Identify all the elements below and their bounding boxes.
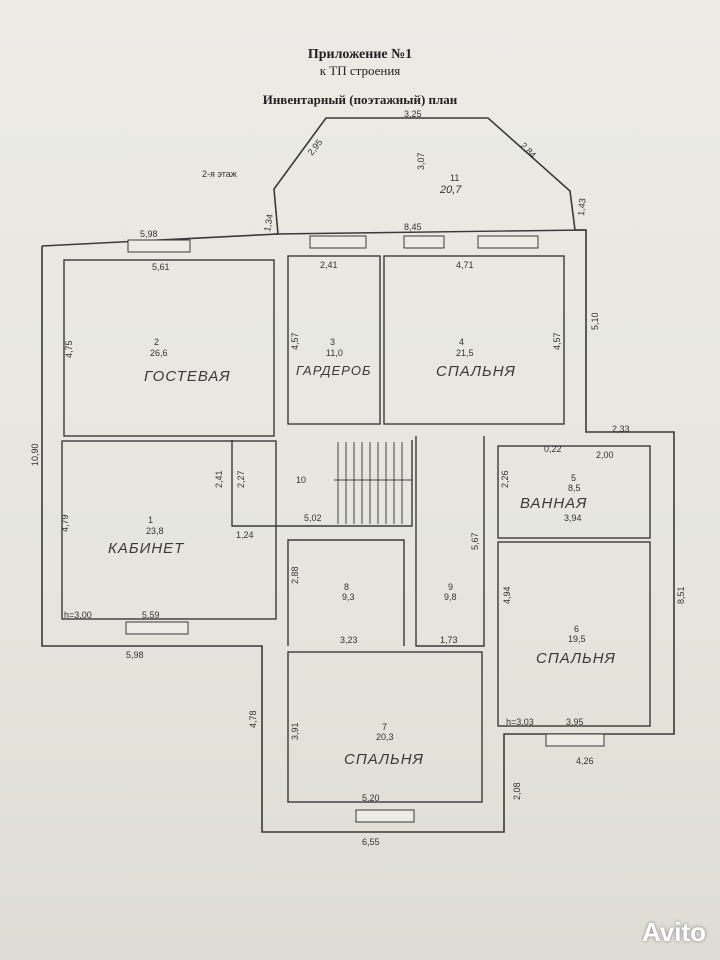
- dim-label: 6,55: [362, 837, 380, 847]
- dim-label: 2,26: [500, 470, 510, 488]
- dim-label: 2,88: [290, 566, 300, 584]
- room-1-walls: [61, 440, 277, 620]
- dim-label: h=3,03: [506, 717, 534, 727]
- dim-label: 2,08: [512, 782, 522, 800]
- window: [127, 239, 191, 253]
- room-4-walls: [383, 255, 565, 425]
- room-3-walls: [287, 255, 381, 425]
- stairs: [334, 442, 412, 524]
- room-name: СПАЛЬНЯ: [344, 751, 424, 768]
- dim-label: 1,43: [576, 198, 587, 216]
- room-area: 26,6: [150, 348, 168, 358]
- room-8-walls: [287, 539, 405, 646]
- room-name: СПАЛЬНЯ: [536, 650, 616, 667]
- plan-title: Инвентарный (поэтажный) план: [262, 92, 458, 107]
- room-name: СПАЛЬНЯ: [436, 363, 516, 380]
- room-area: 23,8: [146, 526, 164, 536]
- dim-label: 8,45: [404, 222, 422, 232]
- room-number: 3: [330, 337, 335, 347]
- appendix-subtitle: к ТП строения: [319, 63, 401, 78]
- dim-label: 4,79: [60, 514, 70, 532]
- dim-label: 2,95: [306, 137, 325, 157]
- dim-label: 3,25: [404, 109, 422, 119]
- avito-watermark: Avito: [641, 917, 706, 947]
- inner-walls: [61, 229, 651, 803]
- room-10-walls: [231, 440, 413, 527]
- dim-label: 4,94: [502, 586, 512, 604]
- window: [477, 235, 539, 249]
- dim-label: 2,41: [214, 470, 224, 488]
- window: [125, 621, 189, 635]
- room-area: 9,3: [342, 592, 355, 602]
- dim-label: 2,27: [236, 470, 246, 488]
- room-5-walls: [497, 445, 651, 539]
- dim-label: h=3,00: [64, 610, 92, 620]
- room-6-walls: [497, 541, 651, 727]
- floor-label: 2-я этаж: [202, 169, 237, 179]
- dim-label: 3,07: [416, 152, 426, 170]
- dim-label: 4,57: [552, 332, 562, 350]
- dim-label: 10,90: [30, 443, 40, 466]
- dim-label: 4,75: [64, 340, 74, 358]
- dim-label: 2,33: [612, 424, 630, 434]
- room-name: КАБИНЕТ: [108, 540, 185, 557]
- dim-label: 1,24: [236, 530, 254, 540]
- room-number: 4: [459, 337, 464, 347]
- appendix-title: Приложение №1: [307, 47, 413, 62]
- room-area: 9,8: [444, 592, 457, 602]
- dim-label: 1,73: [440, 635, 458, 645]
- dim-label: 5,98: [140, 229, 158, 239]
- room-number: 8: [344, 582, 349, 592]
- dim-label: 4,78: [248, 710, 258, 728]
- room-number: 5: [571, 473, 576, 483]
- window: [545, 733, 605, 747]
- dim-label: 3,23: [340, 635, 358, 645]
- room-name: ГОСТЕВАЯ: [144, 368, 231, 385]
- outer-walls: [41, 117, 675, 833]
- dim-label: 5,02: [304, 513, 322, 523]
- dim-label: 5,61: [152, 262, 170, 272]
- room-area: 21,5: [456, 348, 474, 358]
- window: [309, 235, 367, 249]
- dim-label: 2,41: [320, 260, 338, 270]
- dim-label: 4,71: [456, 260, 474, 270]
- dim-label: 2,84: [519, 140, 538, 160]
- room-number: 1: [148, 515, 153, 525]
- dim-label: 5,98: [126, 650, 144, 660]
- dim-label: 3,91: [290, 722, 300, 740]
- room-number: 10: [296, 475, 306, 485]
- dim-label: 5,10: [590, 312, 600, 330]
- dim-label: 5,59: [142, 610, 160, 620]
- dim-label: 3,95: [566, 717, 584, 727]
- dim-label: 1,34: [262, 213, 275, 232]
- dim-label: 2,00: [596, 450, 614, 460]
- room-2-walls: [63, 259, 275, 437]
- room-7-walls: [287, 651, 483, 803]
- room-9-walls: [415, 436, 485, 647]
- room-area: 19,5: [568, 634, 586, 644]
- room-name: ВАННАЯ: [520, 495, 587, 512]
- room-name: ГАРДЕРОБ: [296, 363, 371, 378]
- dim-label: 4,26: [576, 756, 594, 766]
- room-number: 11: [450, 173, 459, 183]
- dim-label: 0,22: [544, 444, 562, 454]
- windows: [125, 235, 605, 823]
- room-area: 8,5: [568, 483, 581, 493]
- room-number: 9: [448, 582, 453, 592]
- room-number: 2: [154, 337, 159, 347]
- room-labels: 1 23,8 КАБИНЕТ 2 26,6 ГОСТЕВАЯ 3 11,0 ГА…: [108, 173, 616, 768]
- dim-label: 4,57: [290, 332, 300, 350]
- room-area: 20,3: [376, 732, 394, 742]
- room-number: 6: [574, 624, 579, 634]
- dim-label: 8,51: [676, 586, 686, 604]
- dim-label: 3,94: [564, 513, 582, 523]
- room-area: 11,0: [326, 348, 343, 358]
- window: [403, 235, 445, 249]
- window: [355, 809, 415, 823]
- dim-label: 5,20: [362, 793, 380, 803]
- room-area: 20,7: [439, 184, 462, 196]
- room-number: 7: [382, 722, 387, 732]
- dim-label: 5,67: [470, 532, 480, 550]
